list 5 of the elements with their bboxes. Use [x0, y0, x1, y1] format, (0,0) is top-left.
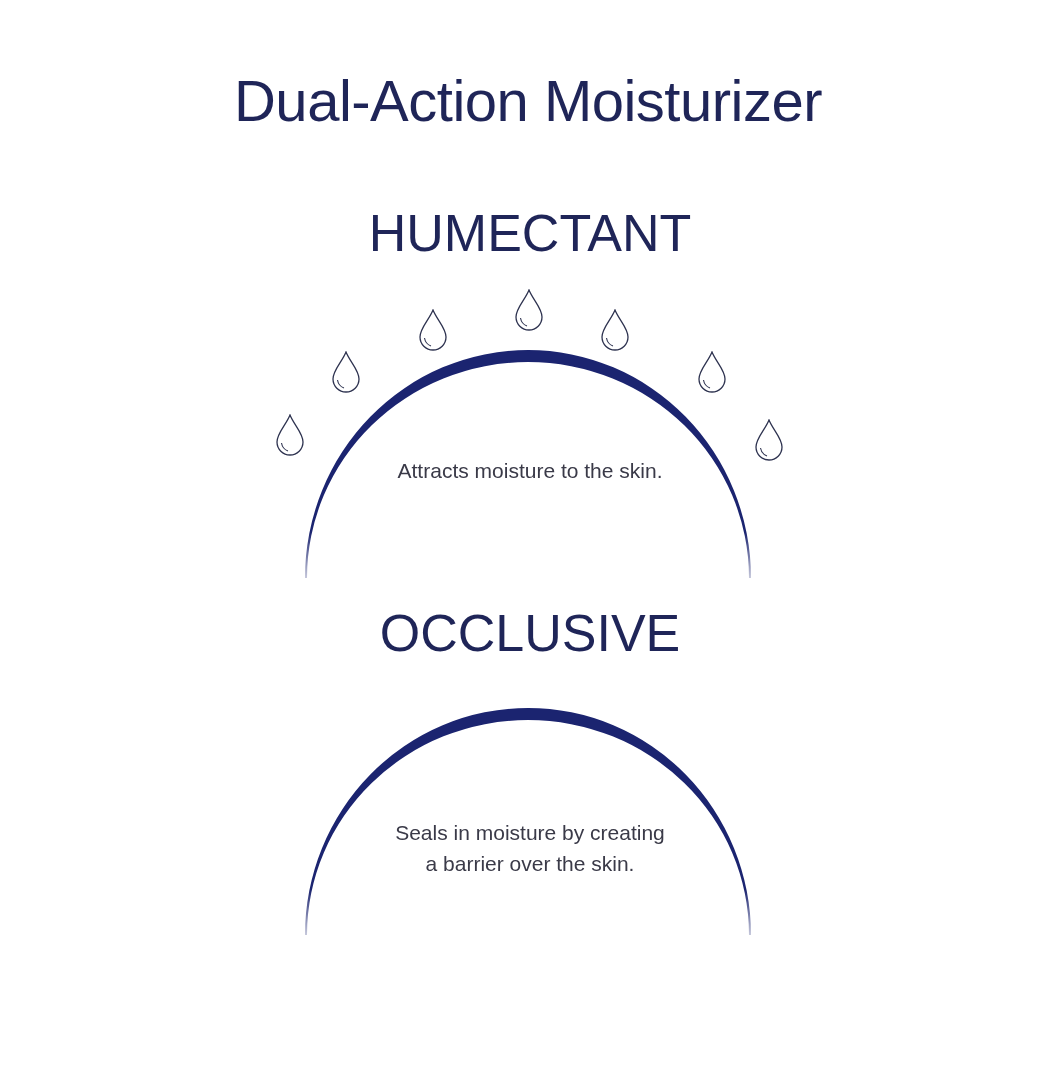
description-text: Seals in moisture by creating a barrier over the skin.	[394, 820, 666, 877]
section-heading: HUMECTANT	[368, 203, 692, 263]
description-text: Attracts moisture to the skin.	[397, 458, 663, 484]
section-heading: OCCLUSIVE	[379, 603, 681, 663]
diagram-title: Dual-Action Moisturizer	[234, 68, 822, 133]
